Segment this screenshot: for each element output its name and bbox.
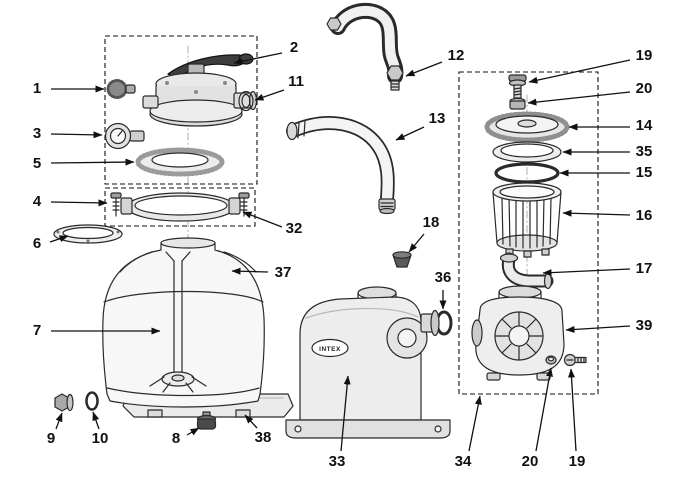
leader-arrow-16 <box>562 209 631 217</box>
leader-arrow-8 <box>186 427 200 436</box>
filter-tank <box>102 237 265 408</box>
part-label-2: 2 <box>290 39 298 56</box>
leader-arrow-13 <box>395 126 425 141</box>
part-label-12: 12 <box>448 47 465 64</box>
part-label-5: 5 <box>33 155 41 172</box>
part-label-20: 20 <box>636 80 653 97</box>
pressure-gauge <box>104 122 145 150</box>
part-label-35: 35 <box>636 143 653 160</box>
leader-arrow-39 <box>565 325 631 333</box>
dashed-box-3 <box>458 71 599 395</box>
leader-arrow-5 <box>50 158 135 166</box>
leader-arrow-4 <box>50 199 108 207</box>
tank-standpipe <box>149 251 207 393</box>
part-label-7: 7 <box>33 322 41 339</box>
flange-ring <box>53 224 123 244</box>
valve-washer <box>238 90 254 112</box>
housing-nut <box>545 355 557 365</box>
valve-plug <box>106 79 136 99</box>
leader-arrow-6 <box>49 235 69 243</box>
part-label-15: 15 <box>636 164 653 181</box>
strainer-lid <box>484 111 570 143</box>
clamp-band <box>120 192 241 222</box>
part-label-19: 19 <box>569 453 586 470</box>
dashed-boundary-boxes <box>104 35 599 395</box>
part-label-11: 11 <box>288 73 304 90</box>
pump-hose <box>286 116 396 215</box>
leader-arrow-17 <box>542 268 631 277</box>
dashed-box-1 <box>104 35 258 185</box>
lid-bolt <box>508 74 527 99</box>
leader-arrow-32 <box>242 211 283 228</box>
housing-bolt <box>563 353 587 367</box>
multiport-valve <box>142 53 258 127</box>
leader-arrow-9 <box>55 412 63 430</box>
lid-ring <box>492 141 562 163</box>
part-label-17: 17 <box>636 260 653 277</box>
part-label-19: 19 <box>636 47 653 64</box>
part-label-9: 9 <box>47 430 55 447</box>
strainer-basket <box>492 182 562 258</box>
drain-cap <box>196 411 217 430</box>
part-label-13: 13 <box>429 110 446 127</box>
leader-arrow-12 <box>405 61 443 77</box>
part-label-20: 20 <box>522 453 539 470</box>
pump-logo: INTEX <box>319 346 341 353</box>
part-label-14: 14 <box>636 117 653 134</box>
leader-arrow-19 <box>528 59 631 84</box>
drain-o-ring <box>85 391 99 411</box>
dashed-box-2 <box>104 187 256 227</box>
leader-arrow-34 <box>468 395 482 452</box>
part-label-38: 38 <box>255 429 272 446</box>
lid-o-ring <box>494 162 560 184</box>
part-label-16: 16 <box>636 207 653 224</box>
part-label-32: 32 <box>286 220 303 237</box>
part-label-36: 36 <box>435 269 452 286</box>
leader-arrow-37 <box>231 267 269 275</box>
leader-arrow-10 <box>92 411 100 430</box>
part-label-37: 37 <box>275 264 292 281</box>
leader-arrow-33 <box>340 375 351 452</box>
lid-nut <box>509 97 526 110</box>
tank-collar-ring <box>135 147 225 177</box>
leader-arrow-20 <box>535 367 553 452</box>
leader-arrow-38 <box>244 414 258 429</box>
part-label-8: 8 <box>172 430 180 447</box>
part-label-18: 18 <box>423 214 440 231</box>
part-label-33: 33 <box>329 453 346 470</box>
part-label-4: 4 <box>33 193 42 210</box>
clamp-screws <box>110 192 250 217</box>
corrugated-hose <box>326 2 404 91</box>
leader-arrow-3 <box>50 131 103 139</box>
leader-arrow-2 <box>233 52 283 65</box>
part-label-34: 34 <box>455 453 472 470</box>
part-label-39: 39 <box>636 317 653 334</box>
leader-arrow-11 <box>254 89 285 101</box>
leader-arrow-19 <box>568 368 577 452</box>
drain-plug <box>54 393 74 412</box>
part-label-3: 3 <box>33 125 41 142</box>
pump-strainer-housing <box>471 285 565 381</box>
valve-cap <box>392 251 412 268</box>
elbow-fitting <box>499 252 554 290</box>
leader-arrow-20 <box>527 91 631 106</box>
leader-arrow-18 <box>408 233 425 253</box>
part-label-1: 1 <box>33 80 41 97</box>
part-label-6: 6 <box>33 235 41 252</box>
centerline <box>187 45 528 289</box>
pump-motor: INTEX <box>285 286 451 439</box>
part-label-10: 10 <box>92 430 109 447</box>
